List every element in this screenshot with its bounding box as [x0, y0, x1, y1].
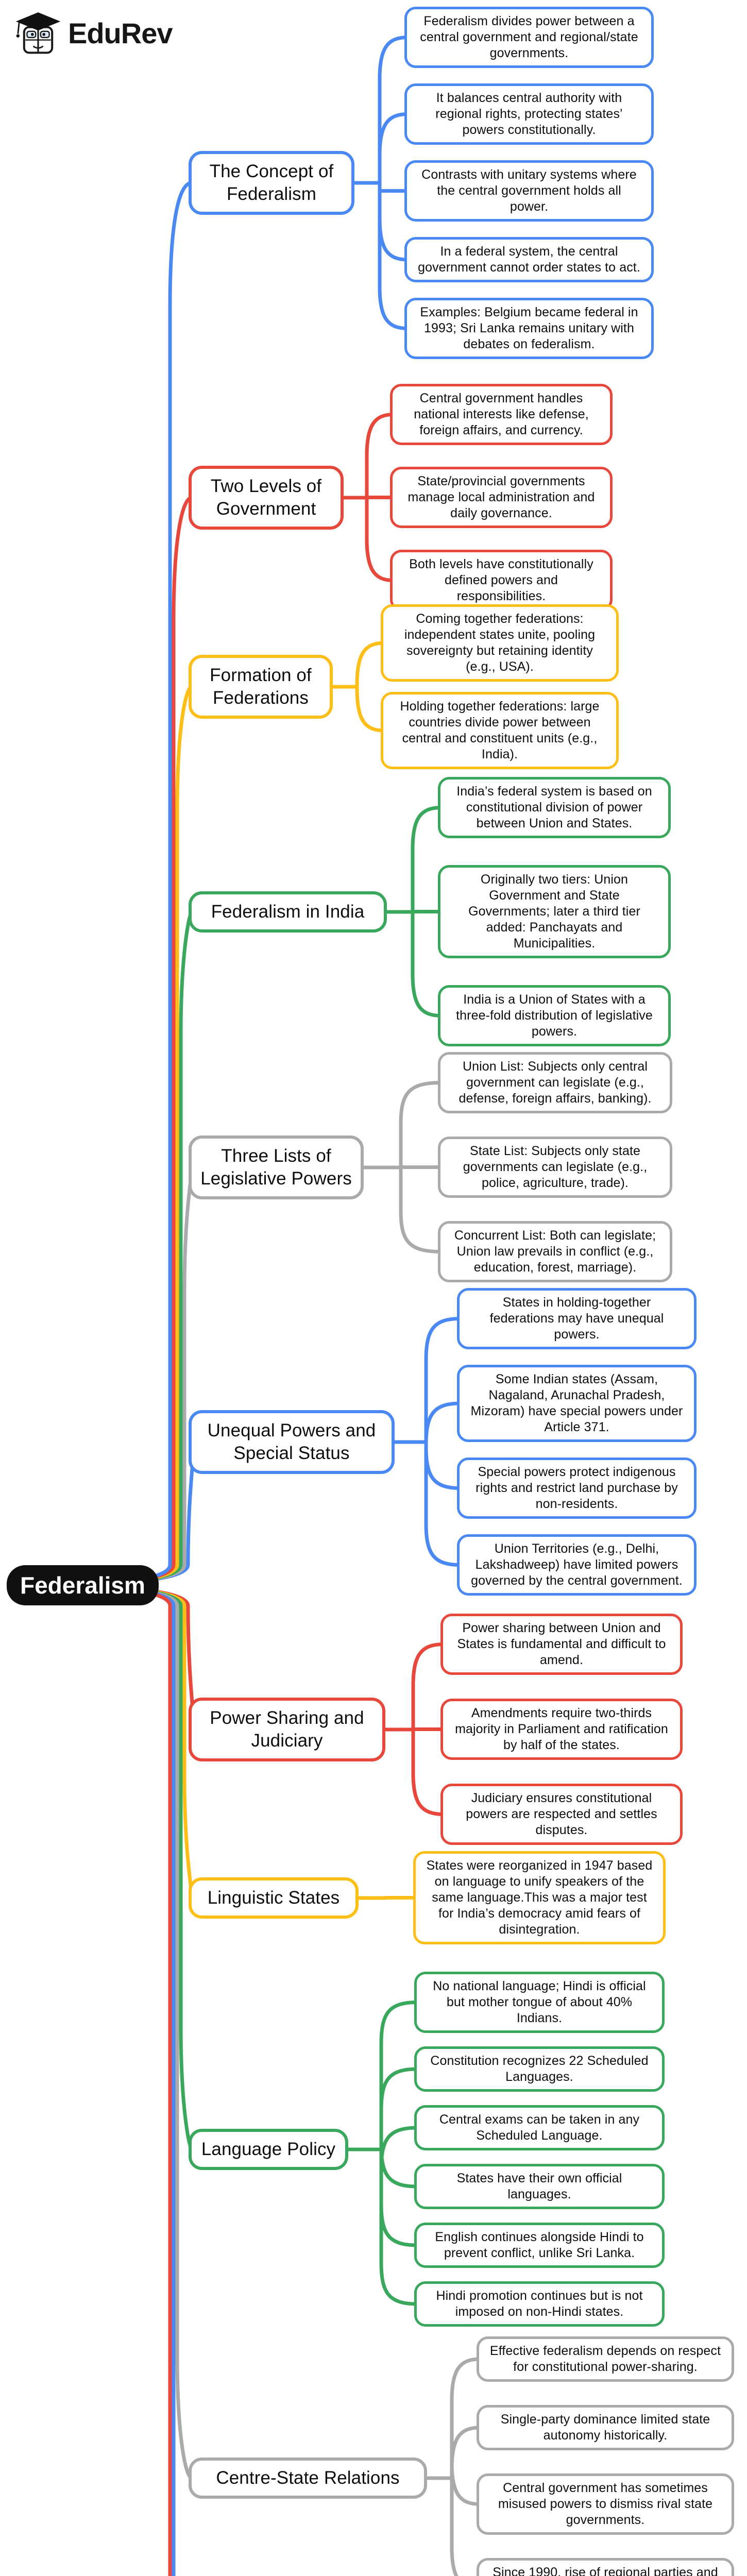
leaf-connector: [365, 537, 395, 582]
edurev-logo[interactable]: EduRev: [13, 8, 173, 58]
leaf-connector: [450, 2426, 482, 2471]
topic-the-concept-of-federalism: The Concept of Federalism: [189, 151, 354, 215]
leaf-node-4-2: Originally two tiers: Union Government a…: [438, 865, 671, 958]
leaf-connector: [365, 413, 395, 457]
leaf-connector: [399, 1209, 443, 1253]
topic-language-policy: Language Policy: [189, 2129, 348, 2170]
leaf-node-1-5: Examples: Belgium became federal in 1993…: [404, 298, 654, 359]
leaf-node-10-1: Effective federalism depends on respect …: [477, 2336, 734, 2382]
topic-linguistic-states: Linguistic States: [189, 1877, 359, 1919]
leaf-connector: [355, 687, 386, 733]
graduate-mascot-icon: [15, 12, 61, 54]
leaf-connector: [424, 1522, 462, 1567]
topic-formation-of-federations: Formation of Federations: [189, 655, 333, 719]
topic-federalism-in-india: Federalism in India: [189, 891, 387, 933]
leaf-node-4-3: India is a Union of States with a three-…: [438, 985, 671, 1046]
branch-connector-9: [28, 1583, 194, 2151]
leaf-connector: [379, 2067, 419, 2112]
leaf-node-6-1: States in holding-together federations m…: [457, 1288, 697, 1349]
topic-two-levels-of-government: Two Levels of Government: [189, 466, 344, 530]
leaf-connector: [399, 1081, 443, 1126]
leaf-node-6-2: Some Indian states (Assam, Nagaland, Aru…: [457, 1365, 697, 1442]
leaf-connector: [411, 806, 443, 851]
leaf-node-7-1: Power sharing between Union and States i…: [440, 1614, 683, 1675]
leaf-node-5-2: State List: Subjects only state governme…: [438, 1137, 672, 1198]
leaf-node-9-4: States have their own official languages…: [414, 2164, 665, 2209]
leaf-connector: [450, 2357, 482, 2402]
leaf-node-2-1: Central government handles national inte…: [390, 384, 613, 445]
topic-three-lists-of-legislative-powers: Three Lists of Legislative Powers: [189, 1136, 364, 1199]
leaf-connector: [378, 36, 410, 80]
branch-connector-4: [28, 910, 194, 1587]
leaf-node-10-2: Single-party dominance limited state aut…: [477, 2405, 734, 2450]
leaf-node-1-2: It balances central authority with regio…: [404, 83, 654, 145]
topic-unequal-powers-and-special-status: Unequal Powers and Special Status: [189, 1410, 395, 1474]
leaf-connector: [411, 1642, 446, 1687]
branch-connector-3: [28, 685, 194, 1587]
branch-connector-2: [28, 496, 194, 1587]
leaf-connector: [378, 112, 410, 157]
leaf-node-3-1: Coming together federations: independent…: [381, 604, 619, 682]
leaf-node-7-2: Amendments require two-thirds majority i…: [440, 1699, 683, 1760]
leaf-connector: [379, 2202, 419, 2247]
leaf-node-4-1: India’s federal system is based on const…: [438, 777, 671, 838]
leaf-connector: [411, 973, 443, 1018]
branch-connector-12: [28, 1583, 172, 2576]
leaf-node-1-3: Contrasts with unitary systems where the…: [404, 160, 654, 222]
leaf-node-2-2: State/provincial governments manage loca…: [390, 467, 613, 528]
leaf-connector: [378, 285, 410, 330]
leaf-connector: [379, 2261, 419, 2306]
leaf-node-1-1: Federalism divides power between a centr…: [404, 7, 654, 68]
leaf-node-10-4: Since 1990, rise of regional parties and…: [477, 2558, 734, 2576]
leaf-connector: [355, 641, 386, 686]
leaf-node-9-2: Constitution recognizes 22 Scheduled Lan…: [414, 2046, 665, 2092]
leaf-node-10-3: Central government has sometimes misused…: [477, 2473, 734, 2535]
leaf-connector: [424, 1401, 462, 1447]
leaf-node-5-3: Concurrent List: Both can legislate; Uni…: [438, 1221, 672, 1282]
leaf-node-6-4: Union Territories (e.g., Delhi, Lakshadw…: [457, 1534, 697, 1596]
branch-connector-10: [28, 1583, 194, 2480]
branch-connector-8: [28, 1583, 194, 1900]
leaf-node-9-3: Central exams can be taken in any Schedu…: [414, 2105, 665, 2150]
leaf-node-9-5: English continues alongside Hindi to pre…: [414, 2223, 665, 2268]
logo-text: EduRev: [68, 16, 173, 49]
branch-connector-11: [28, 1583, 176, 2576]
leaf-node-6-3: Special powers protect indigenous rights…: [457, 1458, 697, 1519]
leaf-node-8-1: States were reorganized in 1947 based on…: [413, 1851, 666, 1944]
leaf-connector: [424, 1317, 462, 1362]
leaf-connector: [424, 1445, 462, 1490]
leaf-connector: [450, 2546, 459, 2576]
leaf-node-9-6: Hindi promotion continues but is not imp…: [414, 2281, 665, 2327]
branch-connector-5: [28, 1165, 194, 1587]
root-node-federalism: Federalism: [7, 1565, 159, 1605]
leaf-node-7-3: Judiciary ensures constitutional powers …: [440, 1784, 683, 1845]
leaf-node-5-1: Union List: Subjects only central govern…: [438, 1052, 672, 1113]
leaf-node-2-3: Both levels have constitutionally define…: [390, 550, 613, 611]
leaf-node-1-4: In a federal system, the central governm…: [404, 237, 654, 282]
leaf-connector: [379, 2126, 419, 2171]
leaf-connector: [450, 2461, 482, 2506]
leaf-connector: [411, 1771, 446, 1816]
topic-power-sharing-and-judiciary: Power Sharing and Judiciary: [189, 1698, 385, 1761]
leaf-node-3-2: Holding together federations: large coun…: [381, 692, 619, 769]
branch-connector-1: [28, 181, 194, 1587]
leaf-connector: [378, 216, 410, 262]
leaf-connector: [379, 2143, 419, 2189]
leaf-connector: [379, 2001, 419, 2045]
leaf-node-9-1: No national language; Hindi is official …: [414, 1972, 665, 2033]
topic-centre-state-relations: Centre-State Relations: [189, 2458, 427, 2499]
